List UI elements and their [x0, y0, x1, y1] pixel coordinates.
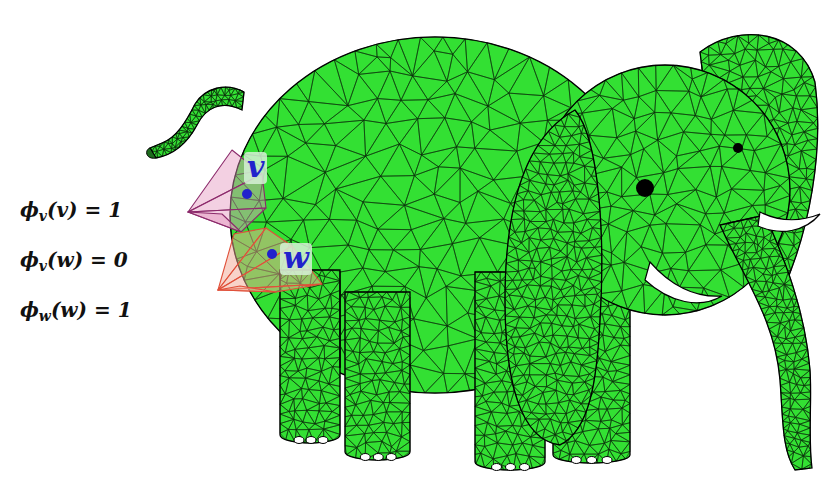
toenail — [373, 454, 383, 461]
toenail — [520, 464, 530, 471]
leg-fill — [345, 292, 410, 460]
front-ear-outline — [505, 110, 602, 445]
leg-fill — [280, 270, 340, 443]
hat-function-w-face — [218, 284, 322, 292]
tail-outline — [150, 87, 244, 158]
toenail — [587, 457, 597, 464]
vertex-dot — [242, 189, 252, 199]
vertex-label: v — [244, 152, 267, 184]
basis-value: ϕv(w) = 0 — [20, 250, 128, 270]
eye — [733, 143, 743, 153]
leg-outline — [280, 270, 340, 443]
toenail — [492, 464, 502, 471]
tail — [150, 87, 244, 158]
basis-value: ϕv(v) = 1 — [20, 200, 122, 220]
leg — [345, 292, 410, 460]
toenail — [386, 454, 396, 461]
front-ear-mesh — [505, 110, 602, 445]
front-ear — [505, 110, 602, 445]
basis-value: ϕw(w) = 1 — [20, 300, 132, 320]
leg-mesh — [280, 270, 340, 443]
tail-tuft — [147, 148, 156, 158]
vertex-label: w — [280, 243, 312, 275]
leg-mesh — [345, 292, 410, 460]
trunk-fill — [720, 215, 812, 470]
toenail — [360, 454, 370, 461]
front-ear-fill — [505, 110, 602, 445]
trunk — [720, 215, 812, 470]
toenail — [306, 437, 316, 444]
hat-function-v-face — [188, 212, 241, 232]
toenail — [571, 457, 581, 464]
hat-function-w — [218, 228, 322, 292]
tusk — [645, 262, 722, 303]
tusk — [758, 212, 820, 231]
tail-fill — [150, 87, 244, 158]
tail-mesh — [151, 87, 244, 158]
eye — [636, 179, 654, 197]
leg-outline — [345, 292, 410, 460]
toenail — [318, 437, 328, 444]
vertex-dot — [267, 249, 277, 259]
trunk-outline — [720, 215, 812, 470]
leg — [280, 270, 340, 443]
hat-function-v-face — [188, 208, 266, 232]
toenail — [506, 464, 516, 471]
toenail — [294, 437, 304, 444]
trunk-mesh — [720, 216, 812, 470]
hat-function-w-face — [218, 286, 276, 292]
toenail — [602, 457, 612, 464]
